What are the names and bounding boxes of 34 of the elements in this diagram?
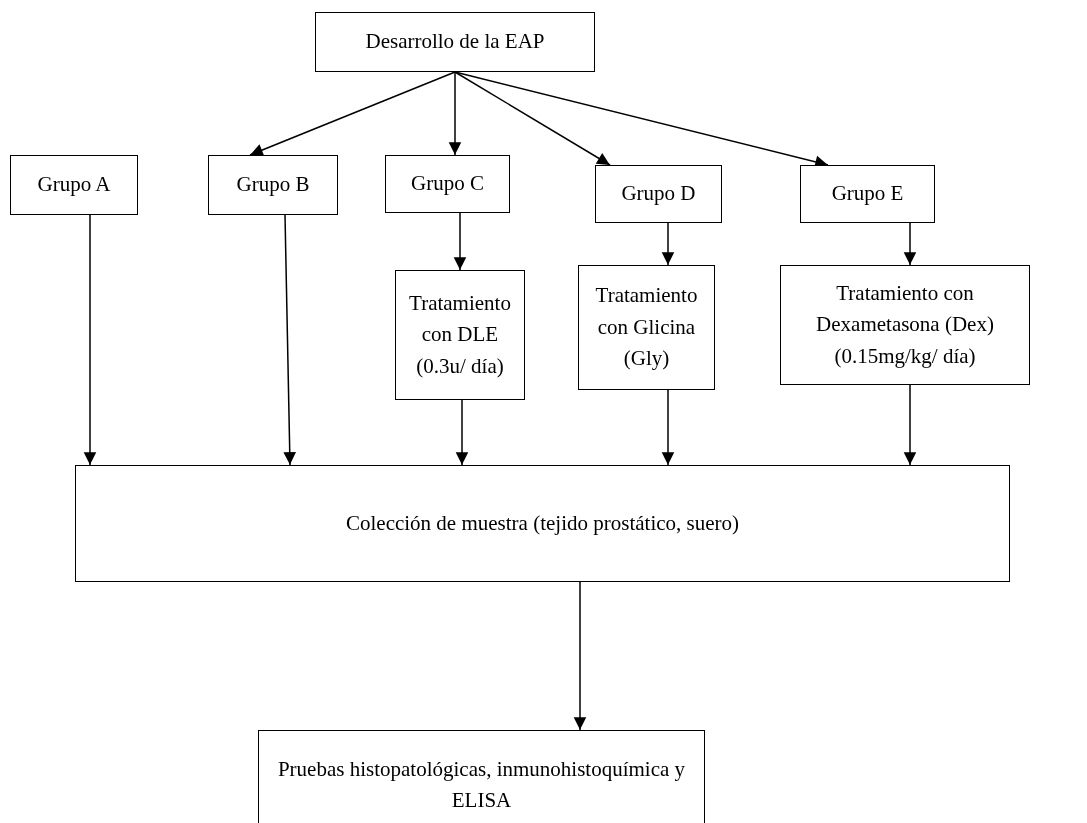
- process-box: [800, 165, 935, 223]
- process-box: [75, 465, 1010, 582]
- box-text: Colección de muestra (tejido prostático, suero): [345, 509, 739, 537]
- process-box: [10, 155, 138, 215]
- process-box: [780, 265, 1030, 385]
- arrow: [661, 222, 675, 266]
- process-box: [578, 265, 715, 390]
- process-box: [315, 12, 595, 72]
- process-box: [395, 270, 525, 400]
- box-text: Pruebas histopatológicas, inmunohistoquímica y ELISA: [276, 755, 687, 814]
- arrow: [661, 389, 675, 466]
- arrow: [903, 222, 917, 266]
- arrow: [283, 214, 296, 466]
- box-text: Grupo C: [411, 170, 484, 198]
- arrow: [454, 71, 611, 166]
- arrow: [453, 212, 467, 271]
- arrow: [83, 214, 97, 466]
- box-text: Grupo D: [621, 180, 696, 208]
- box-text: Tratamiento con Dexametasona (Dex)(0.15mg/kg/ día): [815, 279, 995, 370]
- arrow: [455, 399, 469, 466]
- arrow: [903, 384, 917, 466]
- arrow: [249, 71, 456, 156]
- box-text: Grupo E: [831, 180, 904, 208]
- box-text: Grupo B: [236, 171, 310, 199]
- box-text: Grupo A: [37, 171, 111, 199]
- process-box: [208, 155, 338, 215]
- box-text: Tratamiento con DLE (0.3u/ día): [408, 289, 512, 380]
- box-text: Tratamiento con Glicina (Gly): [594, 282, 699, 373]
- process-box: [385, 155, 510, 213]
- box-text: Desarrollo de la EAP: [365, 28, 545, 56]
- process-box: [595, 165, 722, 223]
- process-box: [258, 730, 705, 823]
- arrow: [448, 71, 462, 156]
- arrow: [573, 581, 587, 731]
